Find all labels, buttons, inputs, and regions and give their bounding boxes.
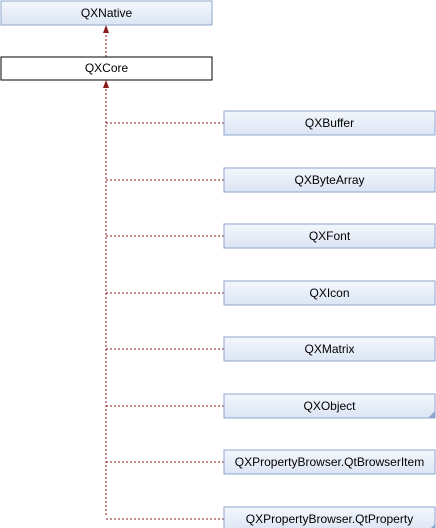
class-node-qxobject[interactable]: QXObject bbox=[223, 393, 436, 419]
class-node-label: QXFont bbox=[309, 229, 351, 243]
class-node-qxpropertybrowser-qtproperty[interactable]: QXPropertyBrowser.QtProperty bbox=[223, 506, 436, 528]
class-node-label: QXByteArray bbox=[294, 173, 364, 187]
class-node-qxcore[interactable]: QXCore bbox=[0, 56, 213, 81]
class-node-qxbytearray[interactable]: QXByteArray bbox=[223, 167, 436, 193]
class-node-box bbox=[223, 393, 436, 419]
class-node-qxicon[interactable]: QXIcon bbox=[223, 280, 436, 306]
class-node-box bbox=[223, 336, 436, 362]
class-node-qxbuffer[interactable]: QXBuffer bbox=[223, 110, 436, 136]
class-node-label: QXNative bbox=[81, 6, 133, 20]
class-node-box bbox=[223, 449, 436, 475]
class-node-label: QXBuffer bbox=[305, 116, 354, 130]
class-node-label: QXCore bbox=[85, 61, 129, 75]
class-node-qxnative[interactable]: QXNative bbox=[0, 0, 213, 26]
class-node-box bbox=[223, 110, 436, 136]
class-node-label: QXMatrix bbox=[304, 342, 354, 356]
class-node-qxpropertybrowser-qtbrowseritem[interactable]: QXPropertyBrowser.QtBrowserItem bbox=[223, 449, 436, 475]
more-subclasses-corner-icon bbox=[428, 411, 435, 418]
class-node-box bbox=[223, 223, 436, 249]
class-node-label: QXIcon bbox=[309, 286, 349, 300]
class-node-box bbox=[223, 506, 436, 528]
class-node-label: QXObject bbox=[303, 399, 356, 413]
class-node-box bbox=[223, 167, 436, 193]
edge-trunk-to-qxcore bbox=[103, 80, 109, 515]
class-node-qxmatrix[interactable]: QXMatrix bbox=[223, 336, 436, 362]
edge-qxcore-to-qxnative bbox=[103, 25, 109, 57]
derived-classes: QXBufferQXByteArrayQXFontQXIconQXMatrixQ… bbox=[223, 110, 436, 528]
edge-branches bbox=[106, 122, 224, 520]
class-node-label: QXPropertyBrowser.QtProperty bbox=[246, 512, 413, 526]
more-subclasses-corner-icon bbox=[431, 524, 435, 528]
class-node-label: QXPropertyBrowser.QtBrowserItem bbox=[235, 455, 424, 469]
class-node-box bbox=[223, 280, 436, 306]
class-node-qxfont[interactable]: QXFont bbox=[223, 223, 436, 249]
